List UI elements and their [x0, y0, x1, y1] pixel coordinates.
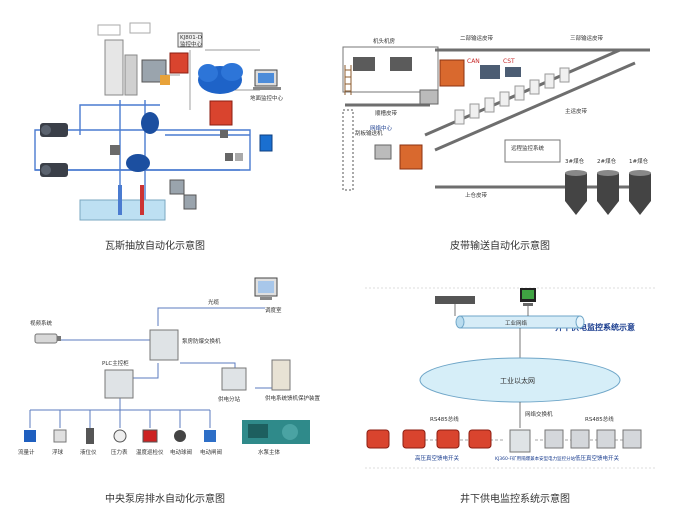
plc-label: PLC主控柜	[102, 359, 129, 367]
gas-drainage-diagram: KJ801-D 监控中心 地面监控中心	[34, 22, 284, 221]
belt-conveyor-diagram: 机头机房 二部输运皮带 三部输运皮带 主运皮带 上仓皮带 顺槽皮带 刮板输送机 …	[342, 34, 651, 215]
dispatch-label: 调度室	[265, 306, 282, 314]
video-label: 视频系统	[30, 319, 53, 327]
scraper-conveyor	[342, 109, 354, 191]
can-label: CAN	[467, 58, 480, 65]
pc-label: 地面监控中心	[250, 94, 284, 102]
guide-lines	[365, 287, 655, 469]
pump-main-label: 水泵主体	[258, 448, 281, 456]
scraper-label: 刮板输送机	[355, 129, 383, 137]
sensor-devices	[24, 428, 216, 444]
server-icon	[435, 296, 475, 304]
red-explosion-proof-icon	[169, 52, 189, 74]
left-bus-label: RS485总线	[430, 415, 459, 423]
monitor-pc-icon	[253, 69, 281, 90]
water-pump-icon	[110, 112, 159, 172]
ethernet-label: 工业以太网	[500, 376, 535, 385]
device-label-1: 浮球	[52, 448, 64, 456]
belt-controller-icon	[439, 59, 465, 87]
fiber-label: 光缆	[208, 298, 220, 306]
main-belt-label: 主运皮带	[565, 107, 588, 115]
device-label-5: 电动球阀	[170, 448, 192, 456]
monitor-pc-icon	[520, 288, 536, 306]
bin3-label: 3#煤仓	[565, 157, 585, 165]
bin2-label: 2#煤仓	[597, 157, 617, 165]
belt3-label: 三部输运皮带	[570, 34, 604, 42]
gas-drainage-panel: KJ801-D 监控中心 地面监控中心	[10, 5, 340, 252]
device-label-6: 电动闸阀	[200, 448, 222, 456]
coal-bins	[565, 170, 651, 215]
water-pool	[79, 199, 166, 221]
power-title: 井下供电监控系统示意	[555, 322, 635, 332]
power-monitor-diagram: 井下供电监控系统示意 工业网络 工业以太网 网络交换机 KJ360-F矿用隔爆兼…	[365, 287, 655, 469]
device-label-0: 流量计	[18, 448, 35, 456]
power-monitor-caption: 井下供电监控系统示意图	[460, 494, 570, 505]
pump-main-icon	[242, 420, 310, 444]
pump-drainage-diagram: 调度室 光缆 视频系统 泵房防爆交换机 PLC主控柜 供电分站 供电系统馈机保护…	[18, 277, 321, 456]
pump-drainage-panel: 调度室 光缆 视频系统 泵房防爆交换机 PLC主控柜 供电分站 供电系统馈机保护…	[10, 268, 340, 508]
chute-label: 顺槽皮带	[375, 109, 398, 117]
gas-drainage-caption: 瓦斯抽放自动化示意图	[105, 241, 205, 252]
sensor-box-label: 远程监控系统	[511, 144, 545, 152]
device-label-4: 温度巡检仪	[136, 448, 164, 456]
central-substation-icon	[509, 429, 531, 453]
belt-sensor-row	[454, 67, 570, 125]
network-cloud-icon	[198, 63, 243, 94]
power-cab-label: 供电系统馈机保护装置	[265, 394, 321, 402]
head-room-label: 机头机房	[373, 37, 396, 45]
belt-conveyor-panel: 机头机房 二部输运皮带 三部输运皮带 主运皮带 上仓皮带 顺槽皮带 刮板输送机 …	[335, 5, 665, 252]
plc-cabinet-icon	[104, 369, 134, 399]
belt-conveyor-caption: 皮带输送自动化示意图	[450, 241, 550, 252]
vacuum-pump-icon	[40, 123, 68, 177]
switch-label: 泵房防爆交换机	[182, 337, 221, 345]
camera-icon	[34, 333, 61, 344]
low-voltage-switches	[544, 429, 642, 449]
net-sw-label: 网络交换机	[525, 410, 553, 418]
center-label-b: 监控中心	[180, 40, 203, 48]
center-label-a: KJ801-D	[180, 35, 202, 41]
industrial-ring	[455, 315, 585, 329]
ladder-icon	[344, 65, 352, 95]
switch-cabinet-icon	[149, 329, 179, 361]
power-monitor-panel: 井下供电监控系统示意 工业网络 工业以太网 网络交换机 KJ360-F矿用隔爆兼…	[345, 268, 675, 508]
ring-label: 工业网络	[505, 319, 528, 327]
high-voltage-switches	[366, 429, 492, 449]
device-label-2: 液位仪	[80, 448, 97, 456]
center-dev-label: KJ360-F矿用隔爆兼本安型电力监控分站	[495, 455, 576, 462]
right-bus-label: RS485总线	[585, 415, 614, 423]
device-label-3: 压力表	[111, 448, 128, 456]
power-sub-label: 供电分站	[218, 395, 241, 403]
power-cabinet-icon	[271, 359, 291, 391]
dispatch-pc-icon	[254, 277, 278, 300]
tank-icon	[259, 134, 273, 152]
cst-label: CST	[503, 58, 515, 65]
bin1-label: 1#煤仓	[629, 157, 649, 165]
right-dev-label: 低压真空馈电开关	[575, 454, 620, 462]
device-labels: 流量计 浮球 液位仪 压力表 温度巡检仪 电动球阀 电动闸阀	[18, 448, 222, 456]
left-dev-label: 高压真空馈电开关	[415, 454, 460, 462]
upper-belt-label: 上仓皮带	[465, 191, 488, 199]
pump-drainage-caption: 中央泵房排水自动化示意图	[105, 494, 225, 505]
power-substation-icon	[221, 367, 247, 391]
control-cabinet-icon	[104, 39, 124, 96]
belt2-label: 二部输运皮带	[460, 34, 494, 42]
network-center-label: 网络中心	[370, 124, 393, 132]
